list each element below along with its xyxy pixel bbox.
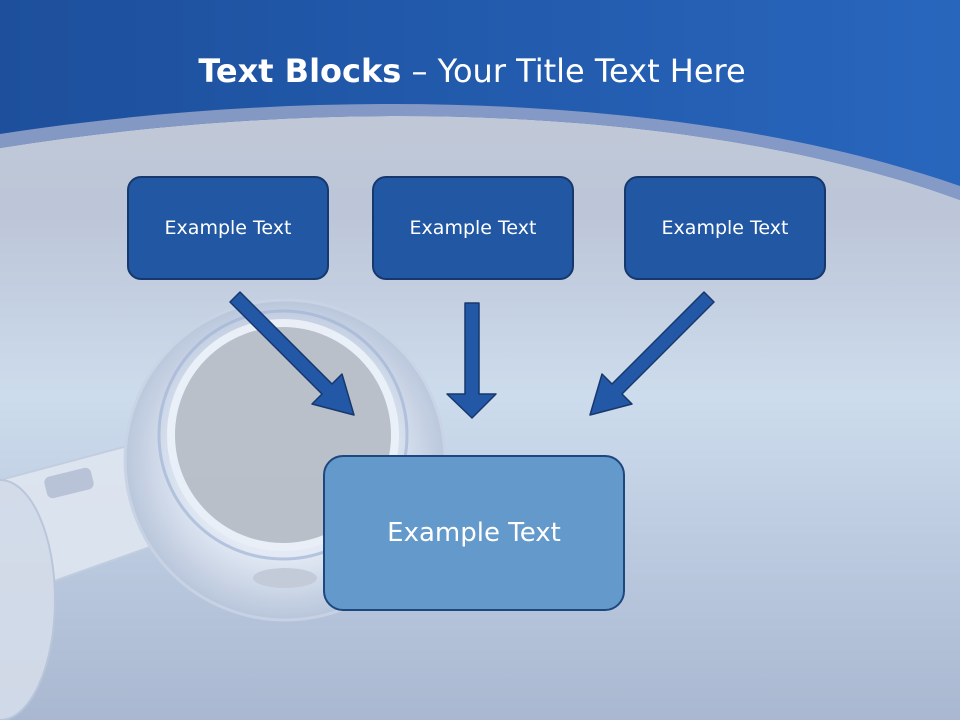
center-text-block[interactable]: Example Text	[323, 455, 625, 611]
center-text-block-label: Example Text	[387, 518, 561, 548]
text-block-3-label: Example Text	[661, 217, 789, 239]
slide-title: Text Blocks – Your Title Text Here	[0, 52, 944, 90]
header-band	[0, 0, 960, 200]
text-block-1[interactable]: Example Text	[127, 176, 329, 280]
arrow-down-left-icon	[589, 291, 715, 416]
header-swoosh	[0, 104, 960, 200]
text-block-3[interactable]: Example Text	[624, 176, 826, 280]
title-dash: –	[401, 52, 438, 90]
arrow-down-icon	[446, 302, 497, 419]
arrow-down-right-icon	[229, 291, 355, 416]
text-block-2-label: Example Text	[409, 217, 537, 239]
text-block-1-label: Example Text	[164, 217, 292, 239]
text-block-2[interactable]: Example Text	[372, 176, 574, 280]
title-bold: Text Blocks	[198, 52, 402, 90]
title-rest: Your Title Text Here	[437, 52, 746, 90]
